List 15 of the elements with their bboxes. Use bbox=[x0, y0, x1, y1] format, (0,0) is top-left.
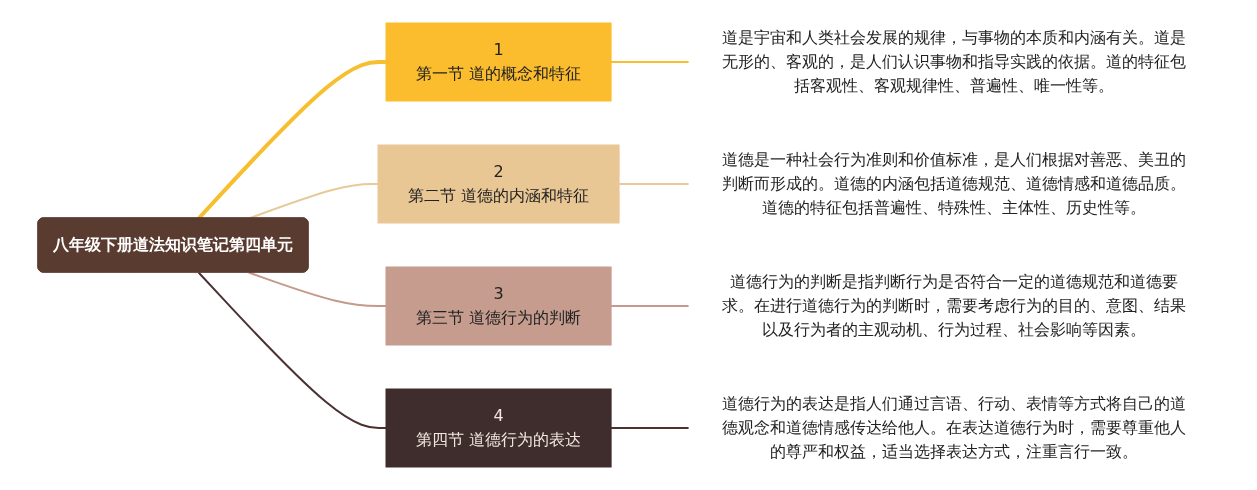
node-box: 2 第二节 道德的内涵和特征 bbox=[377, 144, 620, 224]
node-box: 4 第四节 道德行为的表达 bbox=[385, 388, 612, 468]
node-text: 道德行为的表达是指人们通过言语、行动、表情等方式将自己的道德观念和道德情感传达给他人。在表达道德行为时，需要尊重他人的尊严和权益，适当选择表达方式，注重言行一致。 bbox=[722, 394, 1187, 461]
connector bbox=[610, 305, 691, 307]
node-text: 道德是一种社会行为准则和价值标准，是人们根据对善恶、美丑的判断而形成的。道德的内涵包括道德规范、道德情感和道德品质。道德的特征包括普遍性、特殊性、主体性、历史性等。 bbox=[722, 150, 1187, 217]
node-text: 道德行为的判断是指判断行为是否符合一定的道德规范和道德要求。在进行道德行为的判断时，需要考虑行为的目的、意图、结果以及行为者的主观动机、行为过程、社会影响等因素。 bbox=[722, 272, 1187, 339]
node-box: 3 第三节 道德行为的判断 bbox=[385, 266, 612, 346]
node-box: 1 第一节 道的概念和特征 bbox=[385, 22, 612, 102]
connector bbox=[197, 60, 386, 220]
connector bbox=[618, 183, 691, 185]
connector bbox=[610, 427, 691, 429]
connector bbox=[197, 271, 387, 429]
node-text: 道是宇宙和人类社会发展的规律，与事物的本质和内涵有关。道是无形的、客观的，是人们认识事物和指导实践的依据。道的特征包括客观性、客观规律性、普遍性、唯一性等。 bbox=[722, 28, 1187, 95]
connector bbox=[247, 271, 387, 307]
connector bbox=[610, 61, 691, 63]
